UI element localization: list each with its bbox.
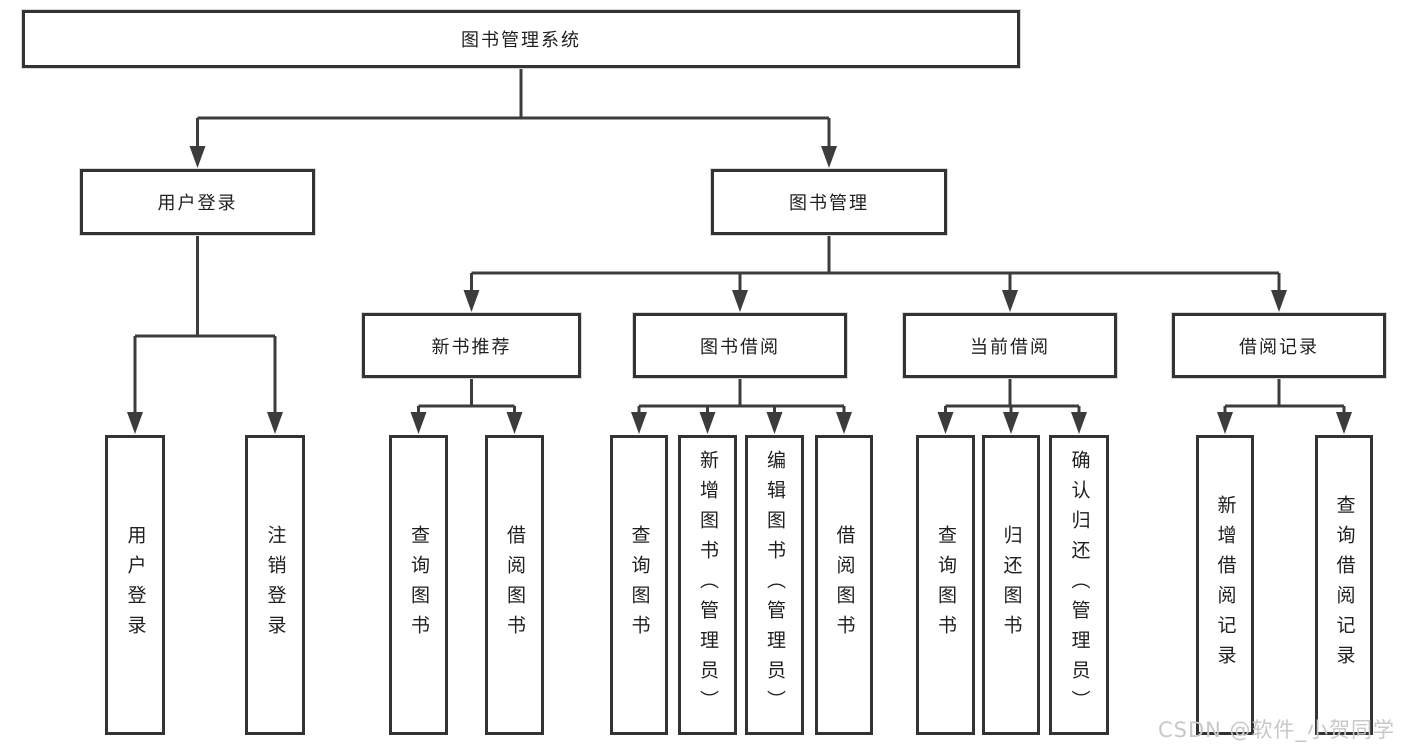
connector-new-book-recommendation-children [417,378,516,413]
leaf-cb-return-books: 归还图书 [982,435,1040,735]
node-borrowing-records: 借阅记录 [1172,313,1386,378]
arrowhead-icon [1003,412,1019,434]
leaf-cb-query-books-label: 查询图书 [935,525,957,645]
leaf-bb-add-book-admin-label: 新增图书（管理员） [697,450,719,720]
leaf-bb-query-books-label: 查询图书 [628,525,651,645]
leaf-cb-confirm-return-admin-label: 确认归还（管理员） [1068,450,1091,720]
node-root: 图书管理系统 [22,10,1020,68]
node-user-login: 用户登录 [80,169,315,235]
leaf-cb-query-books: 查询图书 [916,435,975,735]
node-new-book-recommendation: 新书推荐 [362,313,581,378]
leaf-nbr-borrow-books: 借阅图书 [485,435,544,735]
leaf-logout-login-label: 注销登录 [264,525,287,645]
arrowhead-icon [1336,412,1352,434]
connector-book-management-children [470,235,1281,291]
connector-root-to-level2 [196,68,831,147]
connector-borrowing-records-children [1223,378,1346,413]
leaf-bb-edit-book-admin-label: 编辑图书（管理员） [764,450,786,720]
arrowhead-icon [506,412,523,434]
node-new-book-recommendation-label: 新书推荐 [431,336,512,358]
arrowhead-icon [732,290,748,312]
node-book-borrowing: 图书借阅 [633,313,847,378]
arrowhead-icon [267,412,283,434]
leaf-br-query-borrow-record-label: 查询借阅记录 [1333,495,1356,675]
arrowhead-icon [937,412,954,434]
leaf-nbr-query-books-label: 查询图书 [408,525,430,645]
leaf-bb-edit-book-admin: 编辑图书（管理员） [745,435,804,735]
connector-book-borrowing-children [637,378,846,413]
leaf-logout-login: 注销登录 [245,435,305,735]
node-book-management-label: 图书管理 [789,193,869,214]
leaf-br-add-borrow-record-label: 新增借阅记录 [1214,495,1237,675]
arrowhead-icon [1071,412,1087,434]
arrowhead-icon [1217,412,1233,434]
arrowhead-icon [631,412,647,434]
leaf-bb-query-books: 查询图书 [610,435,668,735]
leaf-user-login: 用户登录 [105,435,165,735]
arrowhead-icon [821,146,837,168]
arrowhead-icon [1271,290,1287,312]
arrowhead-icon [1002,290,1018,312]
arrowhead-icon [699,412,716,434]
leaf-nbr-query-books: 查询图书 [389,435,448,735]
node-current-borrowing: 当前借阅 [903,313,1117,378]
leaf-br-query-borrow-record: 查询借阅记录 [1315,435,1373,735]
arrowhead-icon [127,412,143,434]
node-book-management: 图书管理 [711,169,947,235]
connector-user-login-children [133,235,277,413]
node-root-label: 图书管理系统 [461,30,581,51]
arrowhead-icon [189,146,206,168]
leaf-bb-add-book-admin: 新增图书（管理员） [678,435,737,735]
node-current-borrowing-label: 当前借阅 [970,336,1050,358]
leaf-nbr-borrow-books-label: 借阅图书 [504,525,526,645]
arrowhead-icon [766,412,783,434]
leaf-cb-return-books-label: 归还图书 [1000,525,1023,645]
arrowhead-icon [463,290,480,312]
leaf-br-add-borrow-record: 新增借阅记录 [1196,435,1254,735]
leaf-cb-confirm-return-admin: 确认归还（管理员） [1049,435,1109,735]
leaf-bb-borrow-books: 借阅图书 [815,435,873,735]
leaf-user-login-label: 用户登录 [124,525,147,645]
connector-current-borrowing-children [944,378,1081,413]
node-user-login-label: 用户登录 [157,193,238,214]
node-book-borrowing-label: 图书借阅 [700,336,780,358]
watermark-text: CSDN @软件_小贺同学 [1158,718,1396,742]
node-borrowing-records-label: 借阅记录 [1239,336,1319,358]
arrowhead-icon [836,412,852,434]
arrowhead-icon [410,412,427,434]
leaf-bb-borrow-books-label: 借阅图书 [833,525,856,645]
